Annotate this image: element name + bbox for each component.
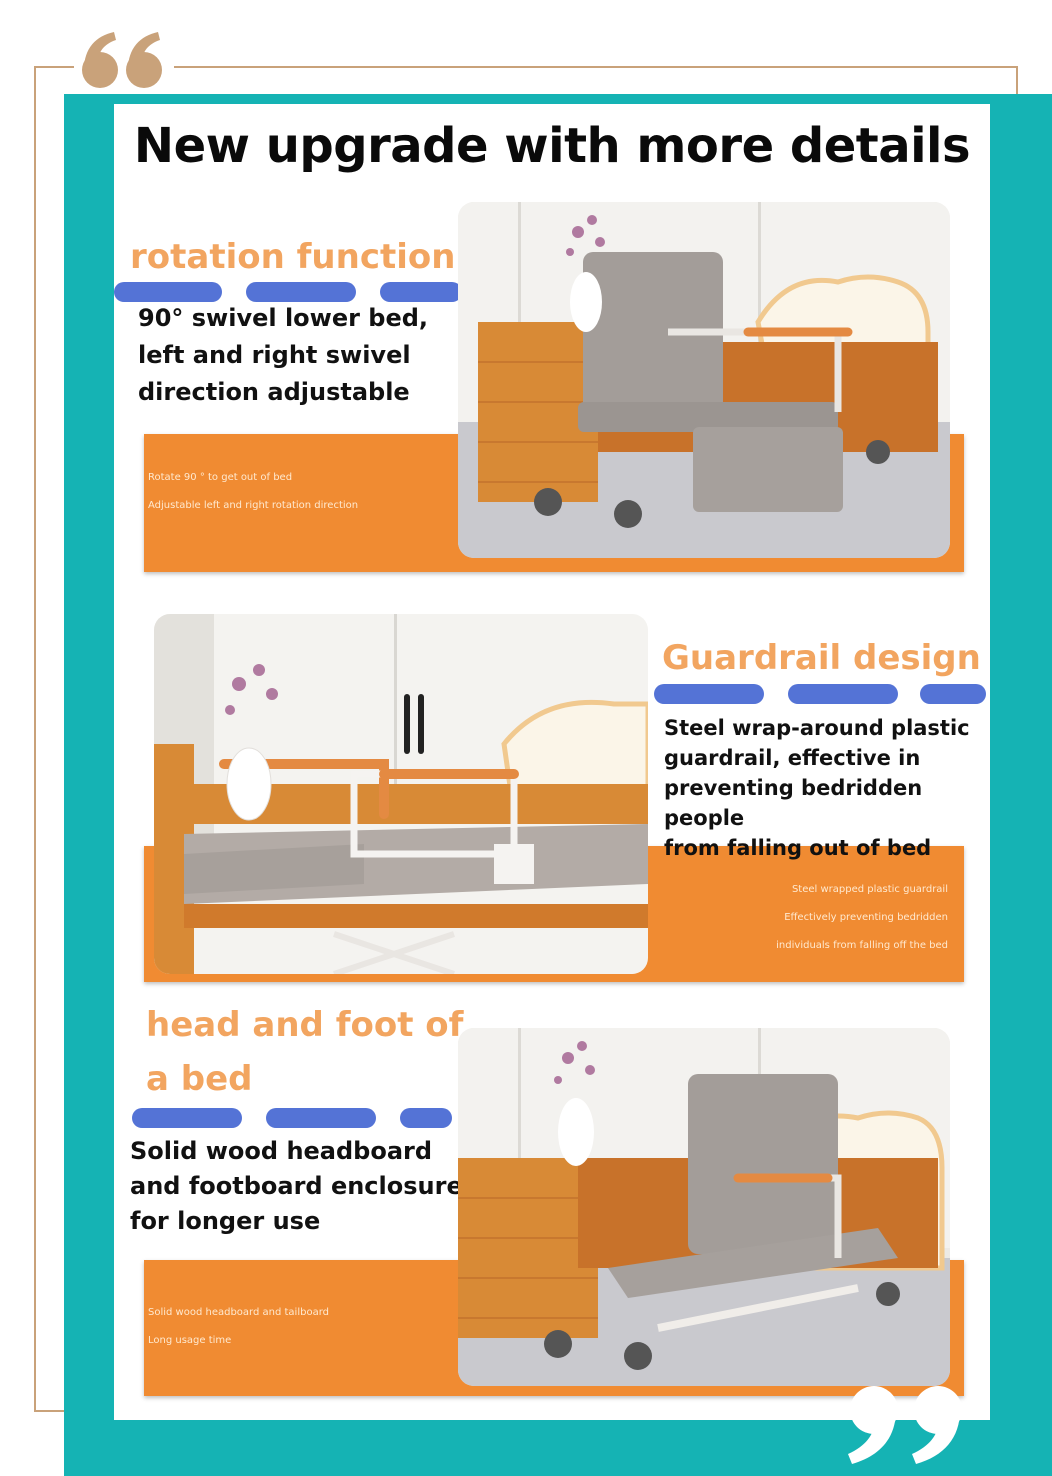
rotation-desc-line-3: direction adjustable (138, 378, 410, 406)
headfoot-pill-3 (400, 1108, 452, 1128)
rotation-desc-line-2: left and right swivel (138, 341, 411, 369)
close-quote-icon (838, 1384, 978, 1466)
rotation-desc-line-1: 90° swivel lower bed, (138, 304, 429, 332)
guardrail-band-line-3: individuals from falling off the bed (776, 940, 948, 951)
guardrail-pill-3 (920, 684, 986, 704)
headfoot-band-line-1: Solid wood headboard and tailboard (148, 1307, 329, 1318)
open-quote-icon (74, 26, 174, 92)
guardrail-desc-line-3: preventing bedridden people (664, 776, 923, 830)
headfoot-pill-1 (132, 1108, 242, 1128)
guardrail-description: Steel wrap-around plastic guardrail, eff… (664, 713, 990, 863)
guardrail-bed-photo (154, 614, 648, 974)
rotation-pill-1 (114, 282, 222, 302)
headfoot-desc-line-2: and footboard enclosures (130, 1172, 478, 1200)
rotation-pill-2 (246, 282, 356, 302)
rotation-description: 90° swivel lower bed, left and right swi… (138, 300, 428, 411)
guardrail-pill-2 (788, 684, 898, 704)
page-title: New upgrade with more details (133, 118, 971, 174)
headfoot-description: Solid wood headboard and footboard enclo… (130, 1134, 477, 1239)
headfoot-desc-line-3: for longer use (130, 1207, 321, 1235)
headfoot-title-line-2: a bed (146, 1059, 253, 1099)
guardrail-desc-line-2: guardrail, effective in (664, 746, 921, 770)
rotation-pill-3 (380, 282, 462, 302)
guardrail-title: Guardrail design (662, 638, 981, 678)
rotation-title: rotation function (130, 237, 456, 277)
guardrail-pill-1 (654, 684, 764, 704)
guardrail-desc-line-4: from falling out of bed (664, 836, 932, 860)
content-card: New upgrade with more details Rotate 90 … (114, 104, 990, 1420)
headfoot-pill-2 (266, 1108, 376, 1128)
headfoot-desc-line-1: Solid wood headboard (130, 1137, 433, 1165)
headfoot-title-line-1: head and foot of (146, 1005, 464, 1045)
rotation-band-line-1: Rotate 90 ° to get out of bed (148, 472, 293, 483)
headfoot-title: head and foot of a bed (146, 998, 463, 1106)
guardrail-desc-line-1: Steel wrap-around plastic (664, 716, 970, 740)
guardrail-band-line-2: Effectively preventing bedridden (784, 912, 948, 923)
flat-bed-photo (458, 1028, 950, 1386)
guardrail-band-line-1: Steel wrapped plastic guardrail (791, 884, 948, 895)
rotation-band-line-2: Adjustable left and right rotation direc… (148, 500, 359, 511)
rotating-bed-photo (458, 202, 950, 558)
headfoot-band-line-2: Long usage time (148, 1335, 232, 1346)
